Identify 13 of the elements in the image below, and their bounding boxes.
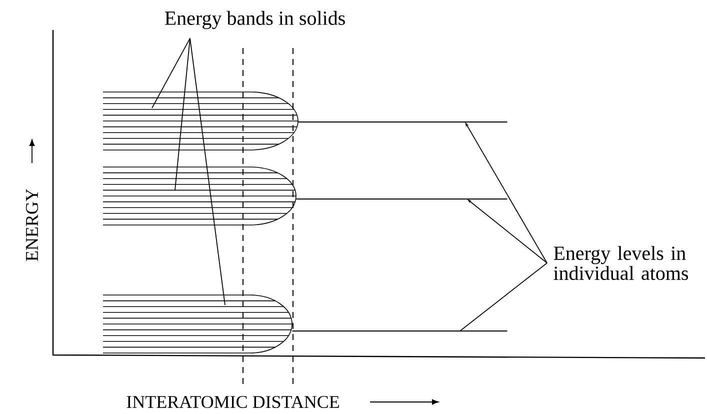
- callout-text: Energy bands in solids: [164, 10, 345, 30]
- leader-line: [174, 38, 190, 190]
- axis-label: ENERGY: [26, 188, 38, 261]
- callout-text: Energy levels in individual atoms: [554, 246, 688, 280]
- leader-line: [460, 262, 548, 332]
- energy-level-line: [292, 330, 508, 332]
- leader-line: [152, 38, 190, 108]
- leader-line: [190, 38, 226, 306]
- axis-label: INTERATOMIC DISTANCE: [126, 396, 339, 408]
- energy-band-drawing: [102, 294, 292, 354]
- energy-band-drawing: [102, 92, 298, 150]
- energy-band-drawing: [102, 166, 296, 226]
- energy-level-line: [296, 198, 508, 200]
